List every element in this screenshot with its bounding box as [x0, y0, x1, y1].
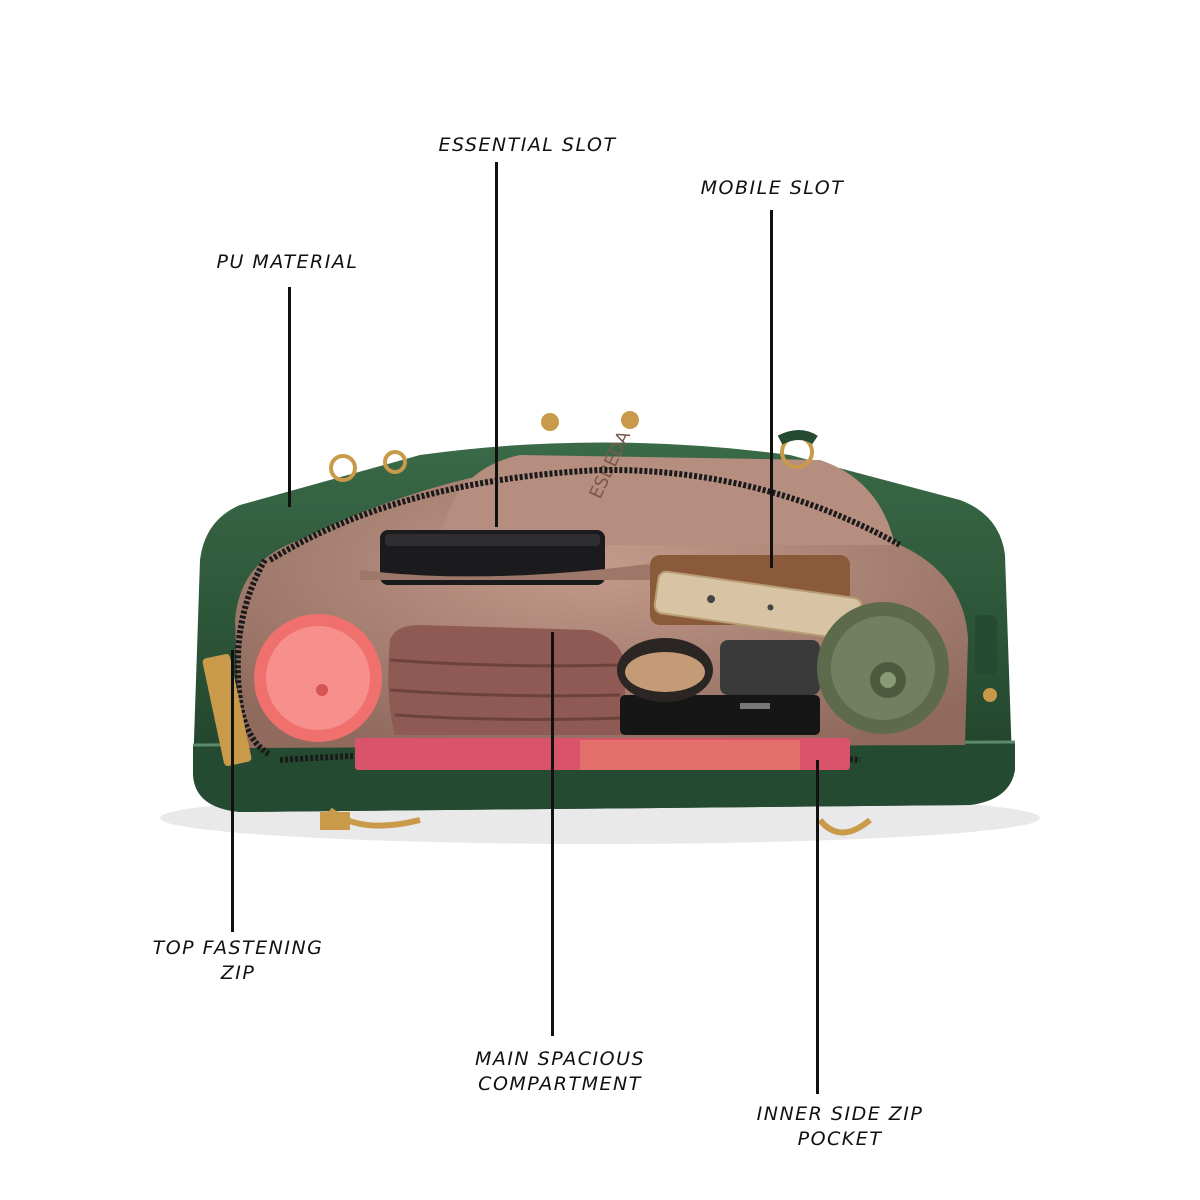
- top-fastening-zip-label: TOP FASTENING ZIP: [142, 936, 334, 986]
- main-compartment-line2: COMPARTMENT: [478, 1073, 642, 1095]
- essential-slot-label: ESSENTIAL SLOT: [438, 134, 617, 156]
- inner-zip-pocket-leader: [816, 760, 819, 1094]
- essential-slot-leader: [495, 162, 498, 527]
- mobile-slot-leader: [770, 210, 773, 568]
- mobile-slot-label: MOBILE SLOT: [700, 177, 845, 199]
- main-compartment-label: MAIN SPACIOUS COMPARTMENT: [465, 1047, 655, 1097]
- inner-side-zip-pocket-label: INNER SIDE ZIP POCKET: [745, 1102, 935, 1152]
- inner-zip-pocket-line1: INNER SIDE ZIP: [756, 1103, 924, 1125]
- top-zip-leader: [231, 650, 234, 932]
- inner-zip-pocket-line2: POCKET: [797, 1128, 883, 1150]
- top-zip-line1: TOP FASTENING: [152, 937, 324, 959]
- pu-material-leader: [288, 287, 291, 507]
- main-compartment-leader: [551, 632, 554, 1036]
- top-zip-line2: ZIP: [220, 962, 256, 984]
- main-compartment-line1: MAIN SPACIOUS: [474, 1048, 646, 1070]
- pu-material-label: PU MATERIAL: [216, 251, 359, 273]
